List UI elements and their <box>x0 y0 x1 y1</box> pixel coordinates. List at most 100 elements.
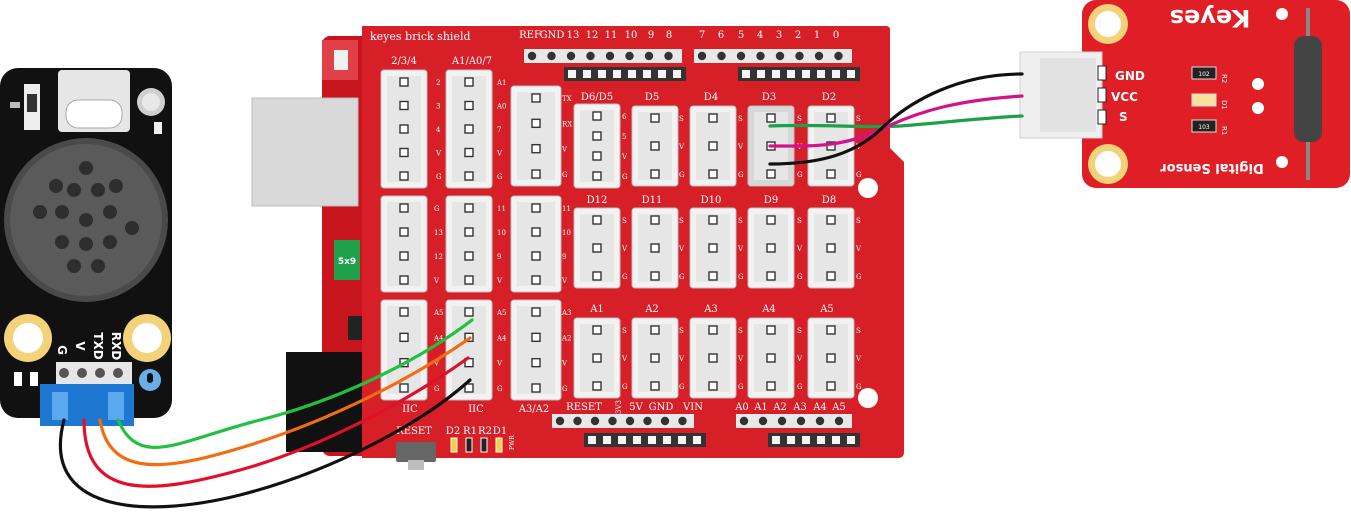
top-square-header-right-pin <box>832 70 840 78</box>
pin-label: G <box>497 173 503 181</box>
pin-label: A0 <box>496 103 507 111</box>
connector-a1-a0-7-pin <box>464 147 474 158</box>
mount-hole-left <box>13 323 43 353</box>
voice-connector-latch <box>108 392 124 420</box>
pin-label: G <box>679 171 685 179</box>
speaker-hole <box>55 235 69 249</box>
pin-label: V <box>737 245 744 253</box>
connector-top-1-pin <box>708 113 718 123</box>
led-label: D1 <box>493 426 507 437</box>
connector-g-13-12-pin <box>399 227 409 237</box>
pin-label: V <box>435 150 442 158</box>
hdr-label: 6 <box>718 30 724 41</box>
sensor-module: Keyes Digital Sensor GND VCC S 102 103 R… <box>1019 0 1350 188</box>
bottom-header-left-pin <box>643 416 652 426</box>
pin-label: G <box>738 273 744 281</box>
bottom-header-left-pin <box>590 416 600 426</box>
voice-header <box>56 362 132 384</box>
slide-switch-knob <box>27 94 37 112</box>
wire-orange-signal <box>98 336 472 467</box>
connector-d6-d5-pin <box>592 171 602 181</box>
bottom-square-header-left-pin <box>693 436 701 444</box>
pin-label: V <box>496 277 503 285</box>
voice-header-pin <box>77 368 87 378</box>
top-square-header-right-pin <box>802 70 810 78</box>
connector-a1-a0-7-pin <box>464 124 474 134</box>
top-header-left-pin <box>644 51 654 61</box>
pin-label: G <box>738 171 744 179</box>
connector-bot-1-pin <box>650 381 660 391</box>
connector-top-3-pin <box>826 113 836 123</box>
connector-2-3-4-pin <box>399 124 409 134</box>
connector-bot-2-pin <box>708 325 718 335</box>
pin-label: 9 <box>562 253 566 261</box>
voice-header-pin <box>59 368 69 378</box>
connector-mid-3-pin <box>766 243 776 253</box>
bottom-header-right-pin <box>758 416 768 426</box>
speaker-hole <box>67 259 81 273</box>
hdr-label: 3 <box>776 30 782 41</box>
group-label: D11 <box>642 195 663 206</box>
pin-label: G <box>797 273 803 281</box>
pin-label: A5 <box>433 309 444 317</box>
connector-2-3-4-pin <box>399 77 409 87</box>
connector-top-2-pin <box>766 113 776 123</box>
sensor-pad <box>1276 156 1288 168</box>
bottom-square-header-left-pin <box>588 436 596 444</box>
pin-label: S <box>856 217 861 225</box>
top-square-header-left-pin <box>583 70 591 78</box>
voice-pin-label: TXD <box>91 332 105 359</box>
part-label: R2 <box>1220 74 1228 83</box>
mount-hole-2 <box>858 388 878 408</box>
wire-red-vcc <box>82 356 470 488</box>
pin-label: G <box>434 205 440 213</box>
led-d2 <box>450 437 458 453</box>
connector-mid-1-pin <box>650 215 660 225</box>
top-header-left-pin <box>586 51 595 61</box>
connector-11-10-9-b-pin <box>531 203 541 213</box>
led-label: R1 <box>463 426 477 437</box>
connector-top-0-pin <box>650 169 660 179</box>
bottom-square-header-left-pin <box>618 436 626 444</box>
connector-mid-0-pin <box>592 271 602 281</box>
pin-label: G <box>797 171 803 179</box>
pin-label: S <box>622 217 627 225</box>
hdr-label: 10 <box>625 30 638 41</box>
voice-header-pin <box>95 368 105 378</box>
part-label: D1 <box>1220 100 1228 110</box>
top-square-header-right-pin <box>742 70 750 78</box>
connector-top-1-pin <box>708 169 718 179</box>
pin-label: V <box>561 277 568 285</box>
voice-pin-label: G <box>55 345 69 355</box>
bottom-square-header-left-pin <box>603 436 611 444</box>
pin-label: V <box>796 355 803 363</box>
pin-label: V <box>678 245 685 253</box>
pin-label: 13 <box>434 229 443 237</box>
connector-mid-4-pin <box>826 215 836 225</box>
speaker-hole <box>103 205 117 219</box>
connector-a3-a2-pin <box>531 357 541 368</box>
connector-d6-d5-pin <box>592 111 602 121</box>
voice-pin-label: RXD <box>109 332 123 360</box>
black-component <box>348 316 362 340</box>
connector-mid-0-pin <box>592 243 602 253</box>
pin-label: 11 <box>562 205 571 213</box>
group-label: D8 <box>822 195 836 206</box>
connector-bot-3-pin <box>766 381 776 391</box>
chip-label: 5x9 <box>338 257 356 267</box>
smd-part <box>10 102 20 108</box>
connector-2-3-4-pin <box>399 147 409 158</box>
wire-black-gnd-sensor <box>768 72 1024 166</box>
resistor-code: 102 <box>1198 71 1210 78</box>
bottom-square-header-right-pin <box>802 436 810 444</box>
pin-label: G <box>436 173 442 181</box>
bottom-header-right-body <box>736 414 852 428</box>
connector-mid-0-pin <box>592 215 602 225</box>
connector-d6-d5-inner <box>580 110 614 182</box>
group-label: D2 <box>822 92 836 103</box>
pin-label: A5 <box>496 309 507 317</box>
bottom-square-header-left-pin <box>663 436 671 444</box>
connector-mid-3-pin <box>766 215 776 225</box>
pin-label: V <box>678 355 685 363</box>
